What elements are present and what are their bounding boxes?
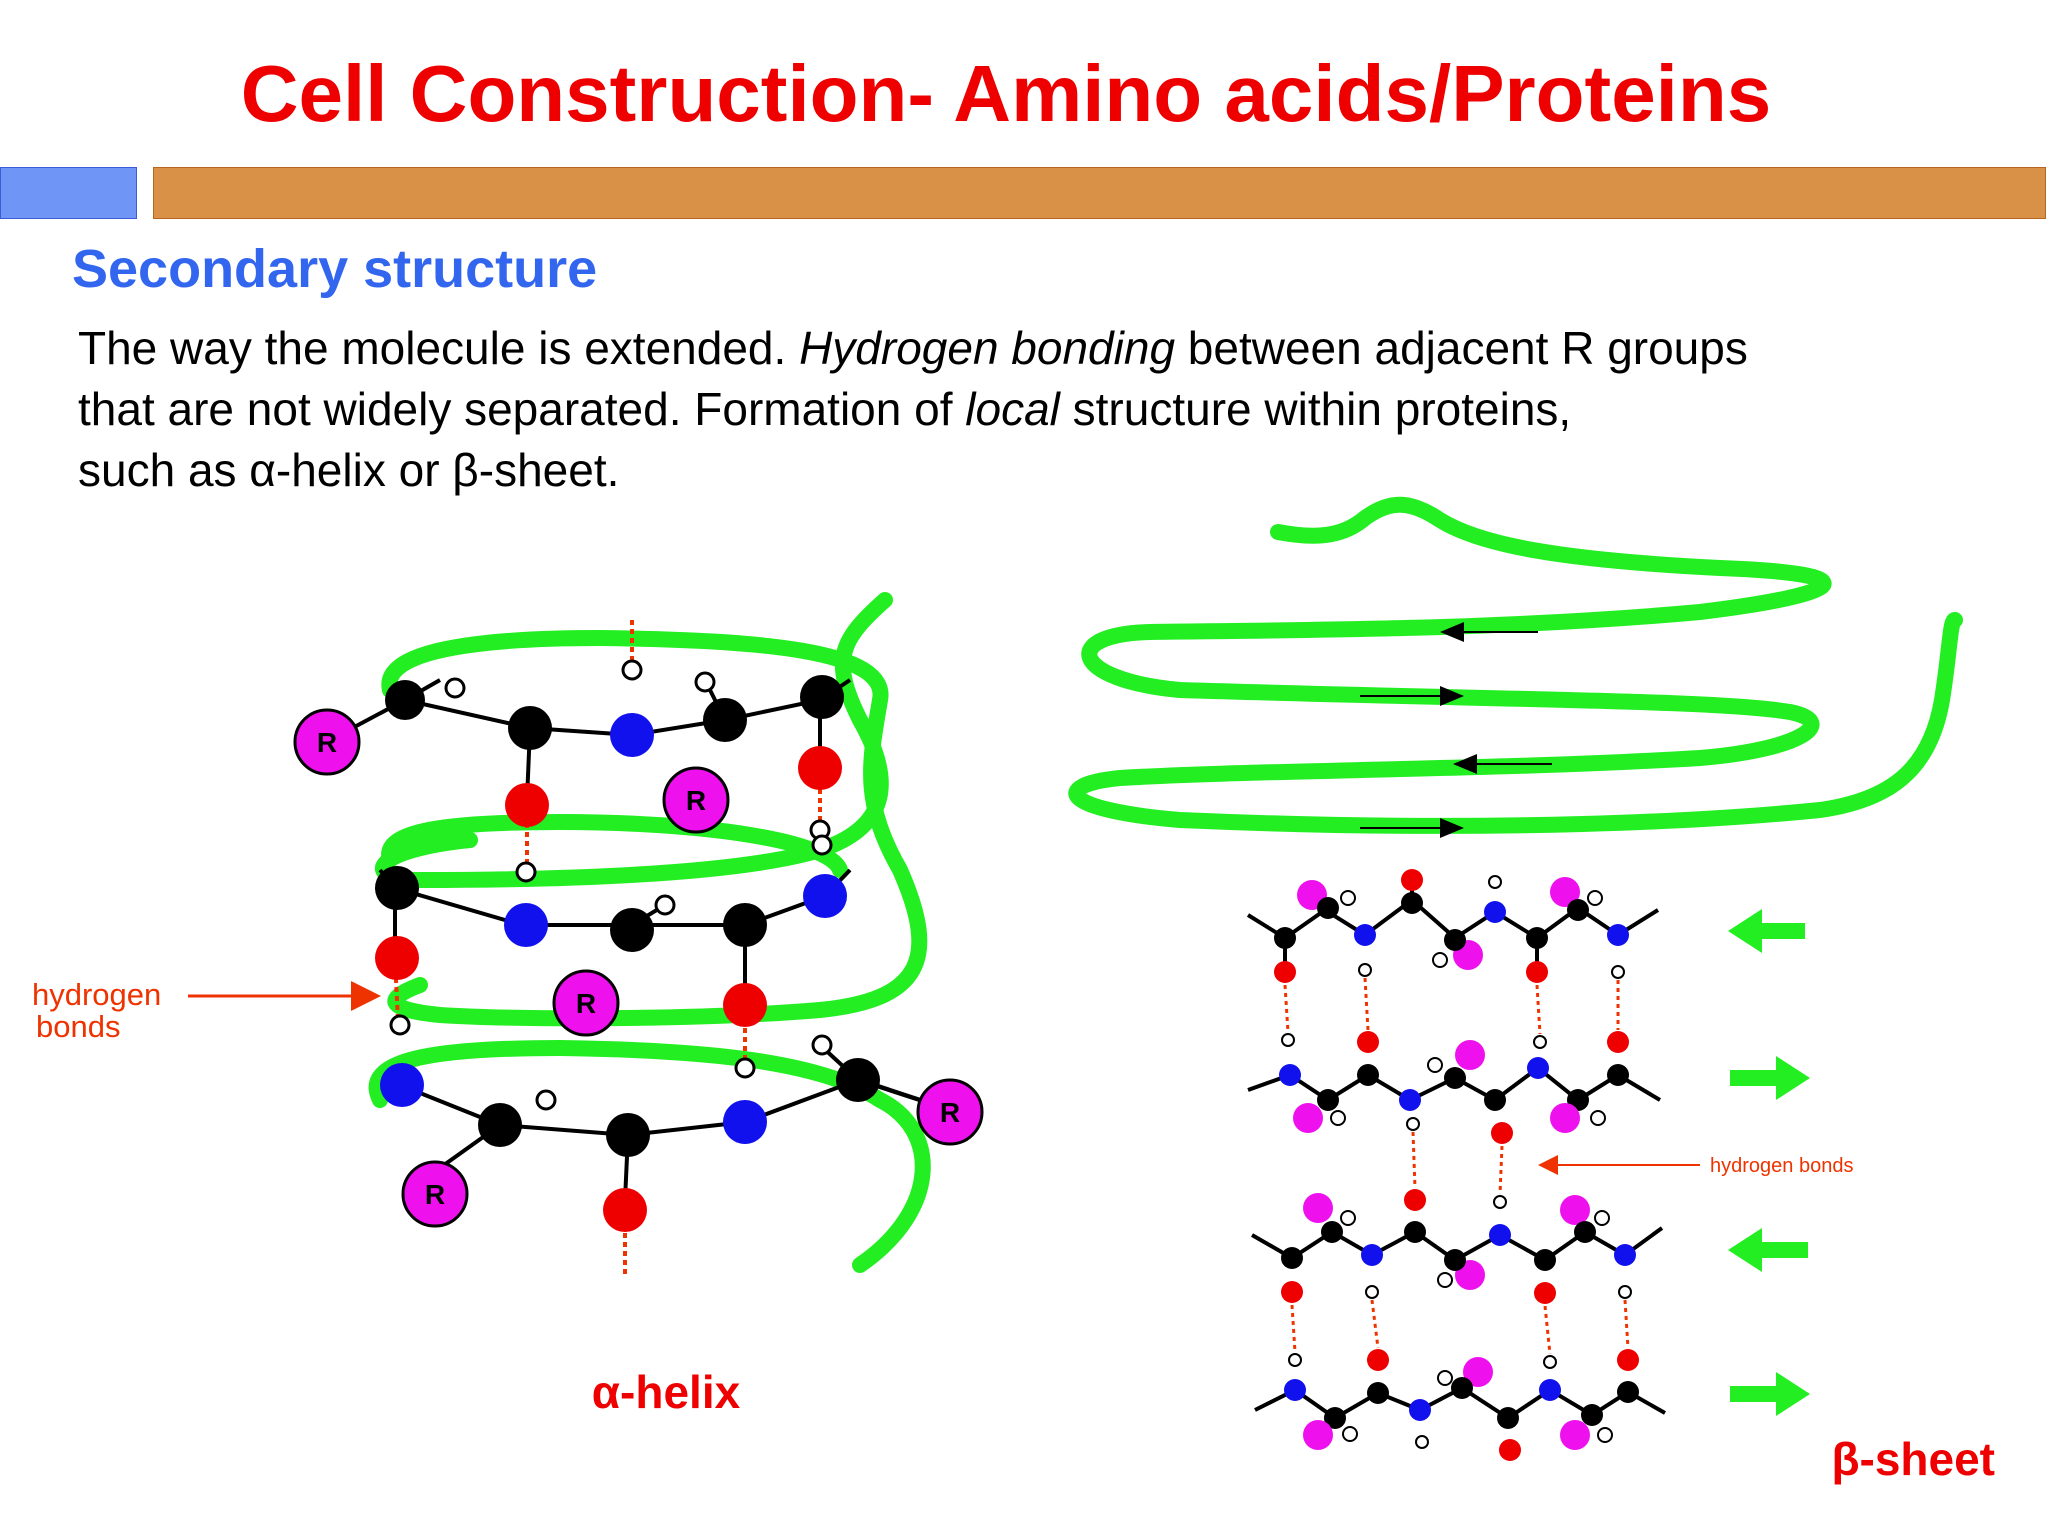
svg-text:R: R	[940, 1097, 960, 1128]
beta-strand-2	[1247, 1031, 1662, 1144]
emphasis-hydrogen-bonding: Hydrogen bonding	[799, 322, 1176, 374]
arrow-left-icon	[1728, 1228, 1808, 1272]
r-group: R	[401, 1160, 469, 1228]
arrow-left-icon	[1728, 909, 1805, 953]
arrow-right-icon	[1730, 1056, 1810, 1100]
r-group: R	[552, 969, 620, 1037]
r-group: R	[662, 766, 730, 834]
r-group: R	[293, 708, 361, 776]
arrow-right-icon	[1730, 1372, 1810, 1416]
beta-direction-arrows	[1728, 909, 1810, 1416]
alpha-helix-caption: α-helix	[592, 1366, 741, 1418]
text-run: that are not widely separated. Formation…	[78, 383, 966, 435]
emphasis-local: local	[965, 383, 1060, 435]
description-line-1: The way the molecule is extended. Hydrog…	[78, 318, 1978, 379]
svg-text:R: R	[686, 785, 706, 816]
text-run: between adjacent R groups	[1175, 322, 1748, 374]
description-line-3: such as α-helix or β-sheet.	[78, 444, 620, 496]
r-group: R	[916, 1078, 984, 1146]
beta-sheet-model: hydrogen bonds β-sheet	[1246, 869, 1995, 1485]
beta-strand-3	[1251, 1189, 1664, 1304]
text-run: The way the molecule is extended.	[78, 322, 800, 374]
helix-hbond-label-line1: hydrogen	[32, 977, 161, 1012]
description-line-2: that are not widely separated. Formation…	[78, 379, 1978, 440]
helix-hbond-label-line2: bonds	[36, 1009, 120, 1044]
svg-text:R: R	[425, 1179, 445, 1210]
svg-text:R: R	[576, 988, 596, 1019]
alpha-helix-diagram: R R R R R hydrogen bonds α-helix	[32, 592, 984, 1418]
beta-strand-4	[1254, 1349, 1666, 1461]
beta-sheet-caption: β-sheet	[1831, 1433, 1995, 1485]
svg-text:R: R	[317, 727, 337, 758]
section-subtitle: Secondary structure	[72, 239, 598, 299]
slide-title: Cell Construction- Amino acids/Proteins	[240, 49, 1772, 138]
helix-atoms	[375, 659, 880, 1232]
helix-r-groups: R R R R R	[293, 708, 984, 1228]
description-paragraph: The way the molecule is extended. Hydrog…	[78, 318, 1978, 501]
accent-bar-orange	[153, 167, 2046, 219]
beta-strand-1	[1246, 869, 1660, 983]
beta-hbond-label: hydrogen bonds	[1710, 1155, 1853, 1177]
beta-hydrogen-bonds	[1283, 977, 1630, 1355]
beta-sheet-ribbon	[1068, 496, 1963, 838]
accent-bar-blue	[0, 167, 137, 219]
text-run: structure within proteins,	[1059, 383, 1572, 435]
